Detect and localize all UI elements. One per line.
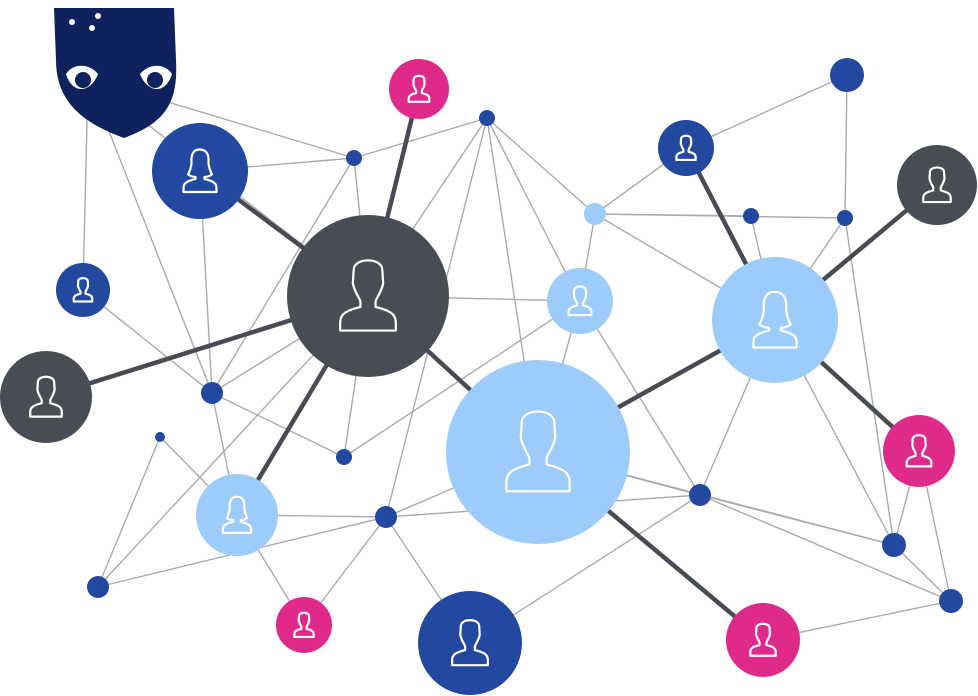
thin-edge bbox=[844, 74, 848, 219]
user-node-circle bbox=[897, 145, 977, 225]
user-node-top-magenta bbox=[389, 59, 449, 119]
thin-edge bbox=[343, 300, 581, 458]
mask-pupil-right bbox=[147, 72, 163, 88]
user-node-small-lightblue bbox=[547, 268, 613, 334]
user-male-icon bbox=[339, 259, 397, 332]
junction-dot bbox=[201, 382, 223, 404]
thin-edge bbox=[211, 157, 355, 394]
junction-dot bbox=[830, 58, 864, 92]
user-male-icon bbox=[675, 134, 697, 162]
junction-dot bbox=[584, 203, 606, 225]
user-node-circle bbox=[152, 123, 248, 219]
user-node-circle bbox=[389, 59, 449, 119]
mask-dot bbox=[95, 13, 101, 19]
thin-edge bbox=[579, 300, 701, 496]
user-node-circle bbox=[883, 415, 955, 487]
mask-dot bbox=[89, 25, 95, 31]
masked-intruder-icon bbox=[54, 8, 177, 138]
user-node-circle bbox=[658, 120, 714, 176]
user-female-icon bbox=[752, 290, 798, 349]
user-node-left-gray bbox=[0, 351, 92, 443]
user-male-icon bbox=[749, 622, 777, 657]
junction-dots bbox=[87, 58, 963, 613]
mask-dot bbox=[69, 19, 75, 25]
user-node-left-small-navy bbox=[56, 263, 110, 317]
junction-dot bbox=[346, 150, 362, 166]
user-node-bottom-magenta bbox=[276, 597, 332, 653]
thin-edge bbox=[97, 436, 161, 588]
junction-dot bbox=[689, 484, 711, 506]
user-node-circle bbox=[547, 268, 613, 334]
junction-dot bbox=[882, 533, 906, 557]
thin-edge bbox=[844, 217, 895, 546]
user-node-bottom-lightblue-female bbox=[196, 474, 278, 556]
thin-edge bbox=[486, 117, 596, 215]
junction-dot bbox=[375, 506, 397, 528]
user-node-right-magenta bbox=[883, 415, 955, 487]
user-node-circle bbox=[276, 597, 332, 653]
user-node-circle bbox=[287, 215, 449, 377]
mask-pupil-left bbox=[75, 72, 91, 88]
user-male-icon bbox=[72, 277, 94, 303]
junction-dot bbox=[837, 210, 853, 226]
user-node-right-lightblue-female bbox=[712, 257, 838, 383]
user-male-icon bbox=[505, 410, 571, 493]
user-node-right-gray bbox=[897, 145, 977, 225]
user-node-left-navy-female bbox=[152, 123, 248, 219]
user-node-center-lightblue bbox=[446, 360, 630, 544]
junction-dot bbox=[479, 110, 495, 126]
user-male-icon bbox=[293, 611, 315, 639]
thin-edge bbox=[353, 117, 488, 159]
user-male-icon bbox=[29, 375, 63, 418]
user-female-icon bbox=[221, 495, 253, 535]
user-node-circle bbox=[712, 257, 838, 383]
user-node-bottomright-magenta bbox=[726, 603, 800, 677]
thin-edge bbox=[211, 392, 345, 458]
user-node-circle bbox=[726, 603, 800, 677]
user-male-icon bbox=[922, 166, 952, 204]
user-node-bottom-navy bbox=[418, 591, 522, 695]
thin-edge bbox=[699, 494, 952, 602]
user-male-icon bbox=[407, 74, 431, 103]
junction-dot bbox=[939, 589, 963, 613]
junction-dot bbox=[155, 432, 165, 442]
user-node-circle bbox=[446, 360, 630, 544]
mask-hood bbox=[54, 8, 177, 138]
user-node-circle bbox=[418, 591, 522, 695]
user-node-circle bbox=[56, 263, 110, 317]
user-male-icon bbox=[905, 434, 933, 468]
user-node-circle bbox=[196, 474, 278, 556]
user-nodes bbox=[0, 59, 977, 695]
user-female-icon bbox=[182, 148, 218, 194]
thin-edge bbox=[82, 289, 213, 394]
user-node-center-gray bbox=[287, 215, 449, 377]
user-male-icon bbox=[451, 619, 489, 667]
user-node-topright-navy bbox=[658, 120, 714, 176]
junction-dot bbox=[87, 576, 109, 598]
masked-intruder-icon bbox=[54, 8, 177, 138]
junction-dot bbox=[336, 449, 352, 465]
junction-dot bbox=[743, 208, 759, 224]
thin-edge bbox=[685, 74, 848, 149]
user-node-circle bbox=[0, 351, 92, 443]
user-male-icon bbox=[567, 285, 593, 317]
thin-edge bbox=[486, 117, 581, 302]
thin-edge bbox=[893, 544, 952, 602]
